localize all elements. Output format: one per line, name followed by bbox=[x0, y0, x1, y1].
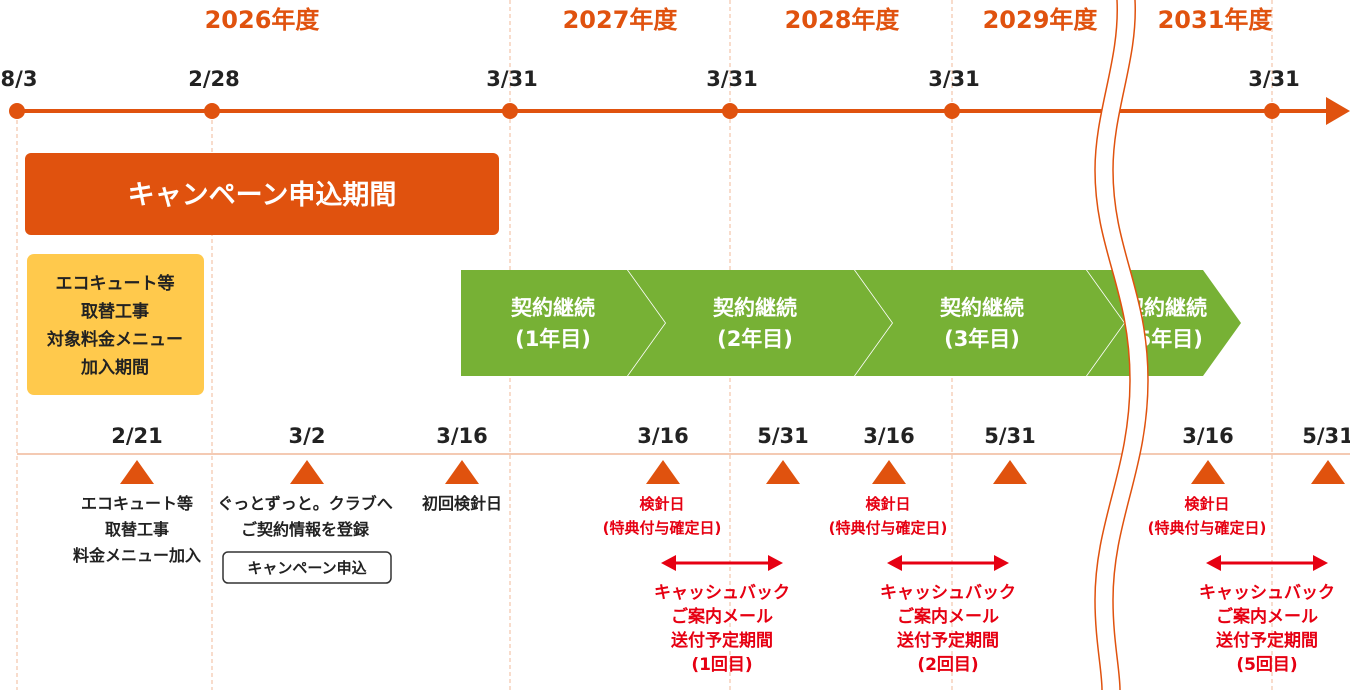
milestone-markers bbox=[120, 460, 1345, 484]
triangle-marker-icon bbox=[1191, 460, 1225, 484]
eco-period-line: 対象料金メニュー bbox=[46, 329, 183, 350]
benefit-day-label: (特典付与確定日) bbox=[603, 519, 722, 537]
time-skip-edge bbox=[1112, 0, 1149, 690]
campaign-period-bar bbox=[25, 153, 499, 235]
arrow-left-icon bbox=[661, 555, 676, 571]
meter-day-label: 検針日 bbox=[865, 495, 910, 513]
timeline-dot bbox=[1264, 103, 1280, 119]
timeline-dot bbox=[502, 103, 518, 119]
contract-year: (3年目) bbox=[944, 327, 1020, 351]
triangle-marker-icon bbox=[766, 460, 800, 484]
year-label: 2026年度 bbox=[205, 6, 321, 34]
milestone-date: 3/16 bbox=[436, 424, 488, 448]
timeline-date: 3/31 bbox=[706, 67, 758, 91]
eco-period-line: エコキュート等 bbox=[56, 273, 175, 294]
milestone-date: 5/31 bbox=[984, 424, 1036, 448]
cashback-line: キャッシュバック bbox=[880, 583, 1016, 603]
contract-year: (1年目) bbox=[515, 327, 591, 351]
event-eco-construction: 取替工事 bbox=[105, 520, 169, 539]
contract-year: (2年目) bbox=[717, 327, 793, 351]
timeline-dot bbox=[944, 103, 960, 119]
timeline-dot bbox=[204, 103, 220, 119]
contract-label: 契約継続 bbox=[712, 296, 797, 320]
milestone-date: 3/2 bbox=[289, 424, 326, 448]
arrow-right-icon bbox=[768, 555, 783, 571]
cashback-line: (2回目) bbox=[917, 655, 978, 675]
milestone-date: 2/21 bbox=[111, 424, 163, 448]
event-eco-construction: 料金メニュー加入 bbox=[73, 546, 201, 565]
contract-chevron bbox=[628, 270, 892, 376]
year-label: 2027年度 bbox=[563, 6, 679, 34]
timeline-dot bbox=[9, 103, 25, 119]
triangle-marker-icon bbox=[1311, 460, 1345, 484]
time-skip-gap bbox=[1095, 0, 1148, 690]
campaign-apply-button-frame[interactable] bbox=[222, 551, 392, 584]
cashback-line: キャッシュバック bbox=[654, 583, 790, 603]
campaign-period-label: キャンペーン申込期間 bbox=[128, 180, 397, 211]
campaign-apply-button-label[interactable]: キャンペーン申込 bbox=[247, 559, 366, 577]
timeline-dot bbox=[722, 103, 738, 119]
time-skip-break bbox=[1094, 0, 1149, 690]
arrow-left-icon bbox=[1206, 555, 1221, 571]
time-skip-edge bbox=[1094, 0, 1131, 690]
cashback-line: 送付予定期間 bbox=[1216, 630, 1318, 651]
cashback-line: (1回目) bbox=[691, 655, 752, 675]
contract-chevron bbox=[855, 270, 1124, 376]
meter-day-label: 検針日 bbox=[1184, 495, 1229, 513]
arrow-right-icon bbox=[994, 555, 1009, 571]
arrow-right-icon bbox=[1313, 555, 1328, 571]
contract-chevron bbox=[461, 270, 665, 376]
cashback-line: ご案内メール bbox=[1216, 606, 1318, 627]
triangle-marker-icon bbox=[872, 460, 906, 484]
triangle-marker-icon bbox=[120, 460, 154, 484]
meter-day-label: 検針日 bbox=[639, 495, 684, 513]
campaign-apply-button[interactable]: キャンペーン申込 bbox=[222, 551, 392, 584]
cashback-range-arrows bbox=[661, 555, 1328, 571]
timeline-date: 3/31 bbox=[486, 67, 538, 91]
eco-period-line: 取替工事 bbox=[81, 301, 149, 322]
eco-period-line: 加入期間 bbox=[80, 358, 149, 378]
timeline-arrowhead-icon bbox=[1326, 97, 1350, 125]
benefit-day-label: (特典付与確定日) bbox=[1148, 519, 1267, 537]
year-label: 2031年度 bbox=[1158, 6, 1274, 34]
arrow-left-icon bbox=[887, 555, 902, 571]
cashback-line: 送付予定期間 bbox=[897, 630, 999, 651]
milestone-date: 3/16 bbox=[863, 424, 915, 448]
triangle-marker-icon bbox=[993, 460, 1027, 484]
triangle-marker-icon bbox=[646, 460, 680, 484]
cashback-line: ご案内メール bbox=[671, 606, 773, 627]
cashback-line: ご案内メール bbox=[897, 606, 999, 627]
timeline-date: 3/31 bbox=[1248, 67, 1300, 91]
event-eco-construction: エコキュート等 bbox=[81, 494, 193, 513]
timeline-date: 3/31 bbox=[928, 67, 980, 91]
cashback-line: 送付予定期間 bbox=[671, 630, 773, 651]
event-first-meter-day: 初回検針日 bbox=[422, 494, 502, 513]
event-club-register: ぐっとずっと。クラブへ bbox=[217, 494, 393, 513]
benefit-day-label: (特典付与確定日) bbox=[829, 519, 948, 537]
cashback-line: キャッシュバック bbox=[1199, 583, 1335, 603]
triangle-marker-icon bbox=[290, 460, 324, 484]
year-label: 2029年度 bbox=[983, 6, 1099, 34]
year-label: 2028年度 bbox=[785, 6, 901, 34]
milestone-date: 3/16 bbox=[637, 424, 689, 448]
triangle-marker-icon bbox=[445, 460, 479, 484]
milestone-date: 3/16 bbox=[1182, 424, 1234, 448]
timeline-date: 2/28 bbox=[188, 67, 240, 91]
timeline-markers bbox=[9, 103, 1280, 119]
milestone-date: 5/31 bbox=[1302, 424, 1350, 448]
event-club-register: ご契約情報を登録 bbox=[241, 520, 370, 539]
eco-period-box bbox=[27, 254, 204, 395]
milestone-date: 5/31 bbox=[757, 424, 809, 448]
contract-label: 契約継続 bbox=[939, 296, 1024, 320]
contract-label: 契約継続 bbox=[510, 296, 595, 320]
cashback-line: (5回目) bbox=[1236, 655, 1297, 675]
timeline-date: 8/3 bbox=[1, 67, 38, 91]
